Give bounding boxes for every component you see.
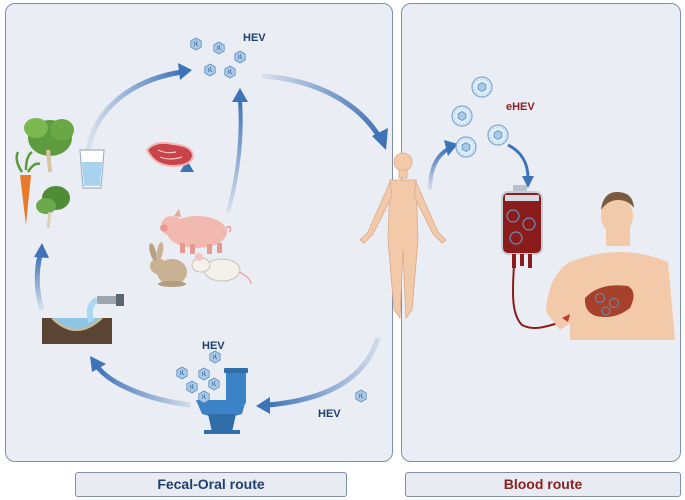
- meat-icon: [145, 141, 195, 168]
- virus-icon: [198, 367, 210, 381]
- enveloped-virus-icon: [471, 76, 493, 98]
- arrow-sewage-to-food: [34, 254, 45, 311]
- arrow-food-to-virus-head: [178, 63, 192, 80]
- blood-bag-icon: [501, 185, 563, 329]
- rat-icon: [191, 253, 252, 285]
- virus-icon: [190, 37, 202, 51]
- virus-icon: [209, 350, 221, 364]
- virus-icon: [213, 41, 225, 55]
- hev-label-toilet: HEV: [202, 340, 225, 352]
- blood-route-label: Blood route: [405, 472, 681, 497]
- virus-icon: [234, 50, 246, 64]
- enveloped-virus-icon: [487, 124, 509, 146]
- arrow-virus-to-human: [261, 73, 383, 140]
- enveloped-virus-icon-cluster: [451, 76, 509, 158]
- sewage-pipe-icon: [42, 294, 124, 344]
- human-body-icon: [359, 152, 447, 320]
- arrow-pig-to-meat-head: [180, 160, 194, 172]
- arrow-food-to-virus: [85, 69, 183, 151]
- hev-label-top: HEV: [243, 32, 266, 44]
- arrow-pig-to-virus: [226, 99, 243, 213]
- arrow-human-to-ehev-head: [444, 140, 458, 156]
- arrow-toilet-to-sewage-head: [90, 356, 106, 372]
- arrow-human-to-toilet-head: [256, 397, 270, 414]
- ehev-label: eHEV: [506, 101, 535, 113]
- toilet-icon: [196, 368, 248, 434]
- arrow-sewage-to-food-head: [34, 243, 49, 258]
- virus-icon: [186, 380, 198, 394]
- patient-icon: [546, 192, 675, 340]
- arrow-pig-to-virus-head: [232, 88, 248, 102]
- pig-icon: [160, 209, 232, 254]
- enveloped-virus-icon: [455, 136, 477, 158]
- virus-icon: [355, 389, 367, 403]
- virus-icon-cluster-toilet: [176, 350, 221, 404]
- virus-icon-cluster-top: [190, 37, 246, 79]
- arrow-virus-to-human-head: [372, 128, 388, 150]
- virus-icon: [204, 63, 216, 77]
- virus-icon: [224, 65, 236, 79]
- virus-icon: [176, 366, 188, 380]
- vegetables-icon: [15, 118, 74, 229]
- arrow-human-to-ehev: [428, 146, 452, 191]
- enveloped-virus-icon: [451, 105, 473, 127]
- hev-label-arrow: HEV: [318, 408, 341, 420]
- arrow-human-to-toilet: [267, 337, 381, 408]
- arrow-ehev-to-bag-head: [522, 176, 534, 188]
- rabbit-icon: [149, 242, 187, 287]
- liver-icon: [584, 285, 634, 317]
- virus-icon: [208, 377, 220, 391]
- fecal-oral-route-label: Fecal-Oral route: [75, 472, 347, 497]
- arrow-toilet-to-sewage: [93, 363, 191, 408]
- arrow-ehev-to-bag: [507, 143, 530, 179]
- water-glass-icon: [79, 149, 105, 189]
- virus-icon: [198, 390, 210, 404]
